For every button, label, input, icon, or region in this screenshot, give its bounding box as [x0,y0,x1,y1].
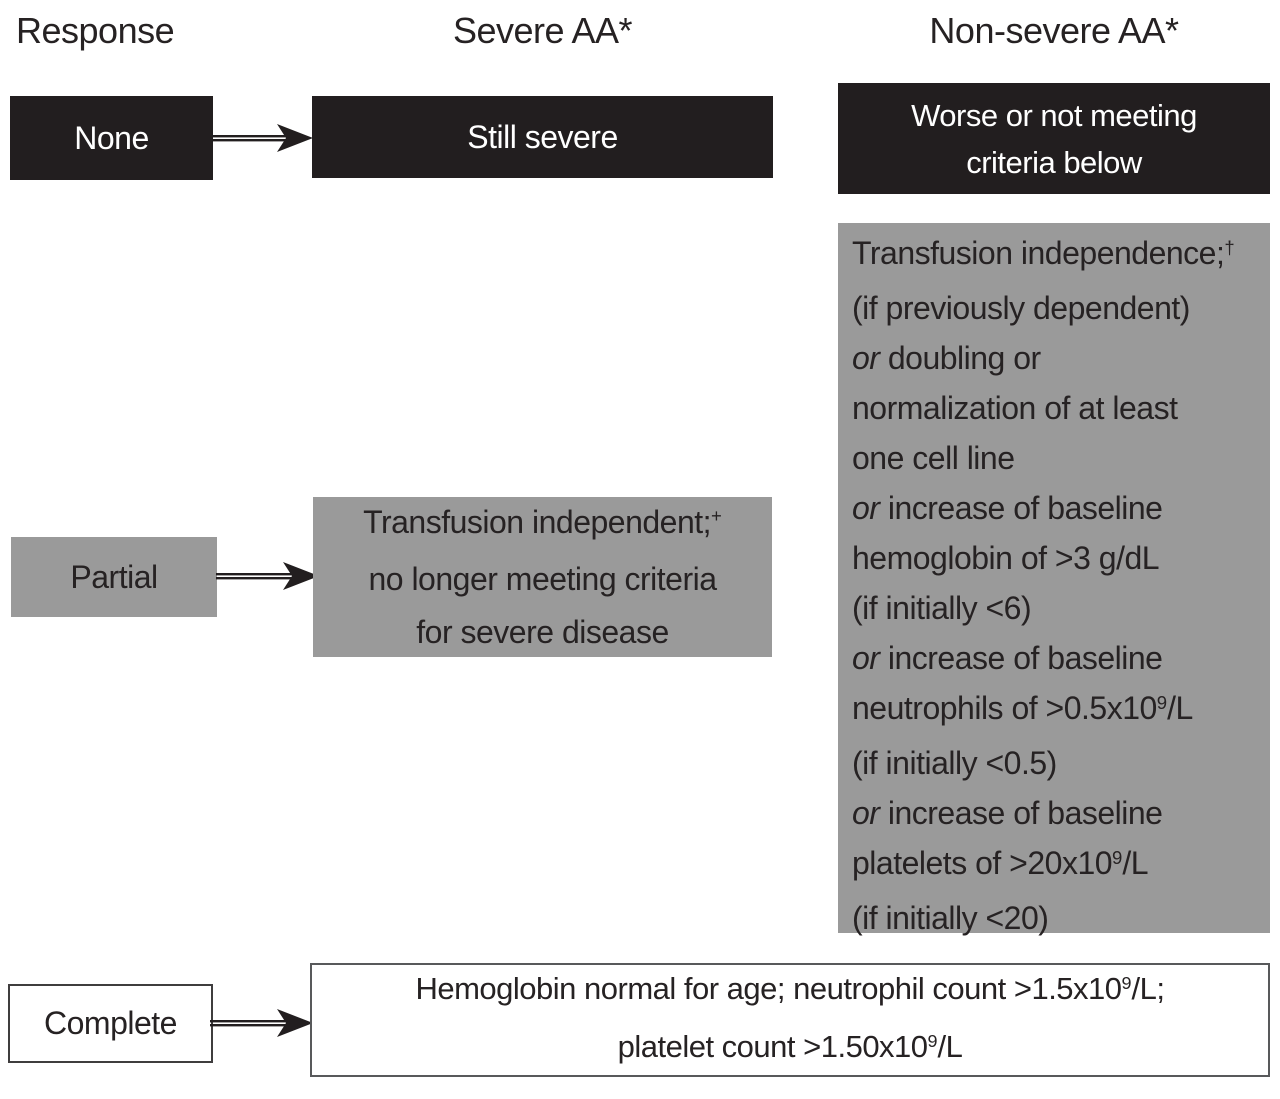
column-header-severe-aa: Severe AA* [452,10,633,51]
flow-arrow-partial-icon [216,562,319,590]
flow-arrow-none-icon [210,124,313,152]
non-severe-criteria-box: Transfusion independence;†(if previously… [838,223,1270,936]
severe-partial-result-box: Transfusion independent;+no longer meeti… [313,497,772,657]
response-partial-box: Partial [11,537,217,617]
column-header-non-severe-aa: Non-severe AA* [929,10,1179,51]
severe-still-severe-box: Still severe [312,96,773,178]
response-none-box: None [10,96,213,180]
response-complete-box: Complete [8,984,213,1063]
flow-arrow-complete-icon [210,1009,313,1037]
complete-result-box: Hemoglobin normal for age; neutrophil co… [310,963,1270,1077]
column-header-response: Response [16,10,175,51]
